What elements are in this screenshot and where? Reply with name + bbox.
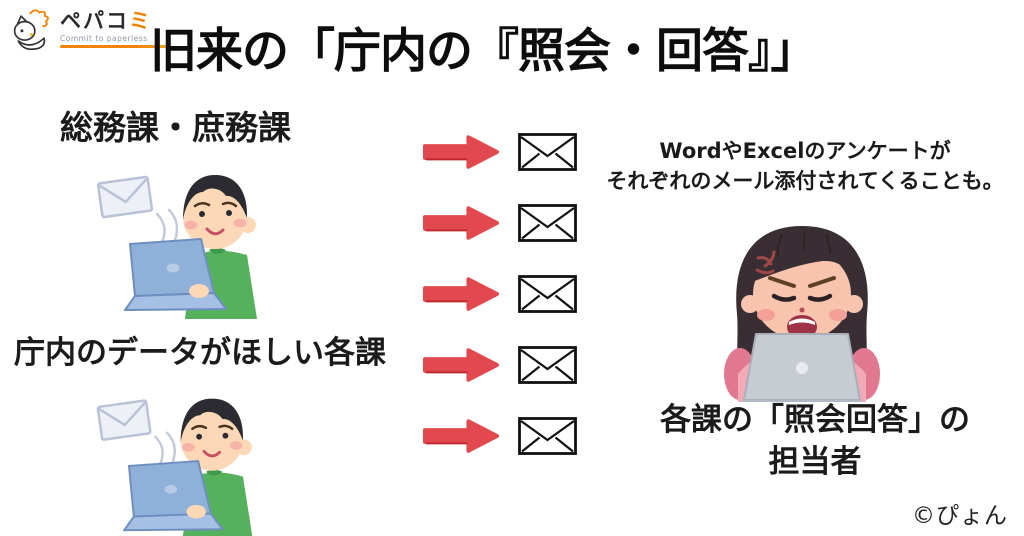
receiver-label-line1: 各課の「照会回答」の [660, 402, 970, 438]
right-arrow-icon [423, 135, 500, 169]
envelope-icon [518, 133, 577, 171]
angry-woman-at-laptop-illustration [724, 226, 880, 402]
pepakomi-mascot-icon [13, 9, 49, 51]
right-arrow-icon [423, 419, 500, 453]
logo-name: ペパコミ [60, 8, 152, 33]
mail-flow-row [423, 204, 577, 242]
right-arrow-icon [423, 348, 500, 382]
right-arrow-icon [423, 206, 500, 240]
receiver-label: 各課の「照会回答」の 担当者 [610, 400, 1020, 484]
logo-tagline: Commit to paperless [60, 34, 148, 44]
mail-flow-row [423, 133, 577, 171]
mail-flow-rows [423, 133, 577, 455]
copyright-credit: ©ぴょん [912, 503, 1008, 529]
right-arrow-icon [423, 277, 500, 311]
receiver-label-line2: 担当者 [768, 443, 862, 480]
attachment-note: WordやExcelのアンケートが それぞれのメール添付されてくることも。 [590, 136, 1020, 197]
mail-flow-row [423, 275, 577, 313]
mail-flow-row [423, 417, 577, 455]
logo-underline [60, 45, 168, 49]
envelope-icon [518, 204, 577, 242]
envelope-icon [518, 275, 577, 313]
logo-name-accent: ミ [129, 8, 152, 33]
envelope-icon [518, 417, 577, 455]
attachment-note-line1: WordやExcelのアンケートが [659, 139, 951, 163]
sender-department-label: 総務課・庶務課 [60, 108, 291, 147]
mail-flow-row [423, 346, 577, 384]
page-title: 旧来の「庁内の『照会・回答』」 [150, 24, 818, 77]
attachment-note-line2: それぞれのメール添付されてくることも。 [606, 169, 1004, 194]
pepakomi-logo: ペパコミ Commit to paperless [10, 6, 168, 52]
requesting-departments-label: 庁内のデータがほしい各課 [14, 335, 386, 371]
man-sending-email-illustration-2 [96, 397, 255, 536]
man-sending-email-illustration-1 [96, 173, 259, 319]
envelope-icon [518, 346, 577, 384]
